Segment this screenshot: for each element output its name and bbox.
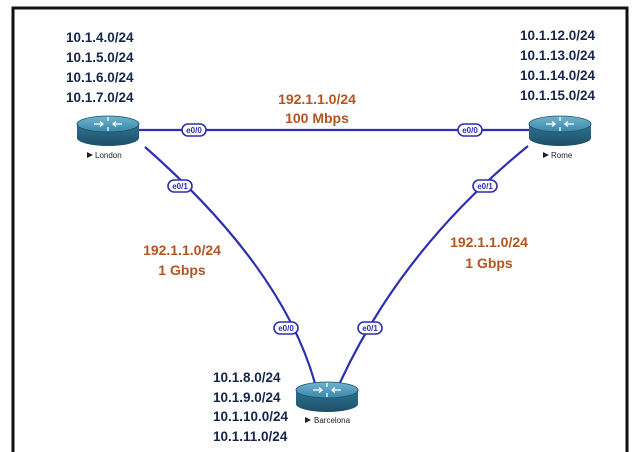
svg-text:e0/1: e0/1 xyxy=(172,182,188,191)
router-barcelona[interactable] xyxy=(295,381,359,413)
router-barcelona-label: Barcelona xyxy=(314,416,351,425)
svg-text:e0/0: e0/0 xyxy=(462,126,478,135)
router-barcelona-icon xyxy=(295,381,359,413)
link-rome-barcelona-speed: 1 Gbps xyxy=(465,255,513,271)
svg-text:e0/1: e0/1 xyxy=(477,182,493,191)
link-rome-barcelona xyxy=(336,145,529,388)
router-barcelona-pointer-icon xyxy=(305,417,311,423)
link-london-rome-network: 192.1.1.0/24 xyxy=(278,91,356,107)
link-london-barcelona-speed: 1 Gbps xyxy=(158,262,206,278)
subnet-rome-3: 10.1.14.0/24 xyxy=(520,68,596,83)
subnet-rome-1: 10.1.12.0/24 xyxy=(520,28,596,43)
subnet-london-2: 10.1.5.0/24 xyxy=(66,50,134,65)
interface-label-rome-e0-1: e0/1 xyxy=(472,179,498,193)
subnet-barcelona-3: 10.1.10.0/24 xyxy=(213,409,289,424)
router-rome-icon xyxy=(528,115,592,147)
link-london-barcelona-network: 192.1.1.0/24 xyxy=(143,242,221,258)
subnet-barcelona-4: 10.1.11.0/24 xyxy=(213,429,288,444)
router-london[interactable] xyxy=(76,115,140,147)
link-london-barcelona xyxy=(144,146,318,388)
router-rome[interactable] xyxy=(528,115,592,147)
subnet-london-4: 10.1.7.0/24 xyxy=(66,90,134,105)
interface-label-barcelona-e0-1: e0/1 xyxy=(357,321,383,335)
interface-label-barcelona-e0-0: e0/0 xyxy=(273,321,299,335)
subnet-rome-2: 10.1.13.0/24 xyxy=(520,48,596,63)
router-rome-pointer-icon xyxy=(543,152,549,158)
subnet-london-1: 10.1.4.0/24 xyxy=(66,30,134,45)
svg-text:e0/1: e0/1 xyxy=(362,324,378,333)
interface-label-rome-e0-0: e0/0 xyxy=(457,123,483,137)
interface-label-london-e0-1: e0/1 xyxy=(167,179,193,193)
subnets-rome: 10.1.12.0/24 10.1.13.0/24 10.1.14.0/24 1… xyxy=(520,28,596,103)
subnets-barcelona: 10.1.8.0/24 10.1.9.0/24 10.1.10.0/24 10.… xyxy=(213,370,289,444)
subnet-barcelona-1: 10.1.8.0/24 xyxy=(213,370,281,385)
router-london-pointer-icon xyxy=(87,152,93,158)
subnet-london-3: 10.1.6.0/24 xyxy=(66,70,134,85)
subnet-rome-4: 10.1.15.0/24 xyxy=(520,88,596,103)
svg-text:e0/0: e0/0 xyxy=(186,126,202,135)
router-london-icon xyxy=(76,115,140,147)
subnet-barcelona-2: 10.1.9.0/24 xyxy=(213,390,281,405)
link-london-rome-speed: 100 Mbps xyxy=(285,110,349,126)
link-rome-barcelona-network: 192.1.1.0/24 xyxy=(450,234,528,250)
router-rome-label: Rome xyxy=(551,151,573,160)
diagram-frame xyxy=(11,6,629,452)
interface-label-london-e0-0: e0/0 xyxy=(181,123,207,137)
router-london-label: London xyxy=(95,151,122,160)
svg-text:e0/0: e0/0 xyxy=(278,324,294,333)
subnets-london: 10.1.4.0/24 10.1.5.0/24 10.1.6.0/24 10.1… xyxy=(66,30,134,105)
